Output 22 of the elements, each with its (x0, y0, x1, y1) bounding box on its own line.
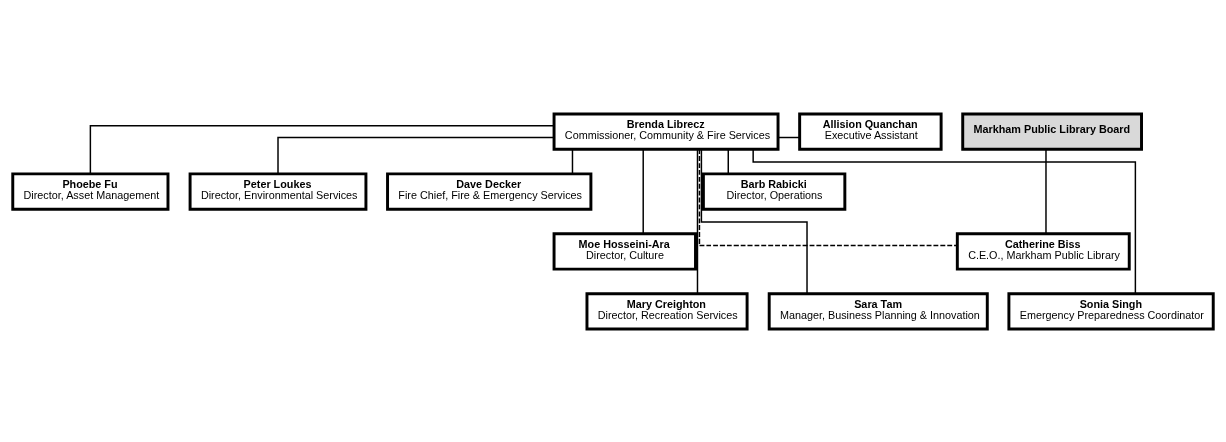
node-box: Sonia Singh Emergency Preparedness Coordinator (1007, 291, 1215, 331)
node-box: Brenda Librecz Commissioner, Community & Fire Services (552, 111, 780, 151)
connector (89, 124, 555, 174)
connector (277, 136, 555, 175)
node-box: Sara Tam Manager, Business Planning & Innovation (767, 291, 989, 331)
node-box: Mary Creighton Director, Recreation Services (585, 291, 749, 331)
connector (571, 148, 574, 174)
connector (752, 148, 1137, 294)
node-box: Dave Decker Fire Chief, Fire & Emergency Services (386, 171, 593, 211)
connector (777, 136, 801, 138)
connector (1045, 148, 1047, 234)
node-box: Allision Quanchan Executive Assistant (798, 111, 943, 151)
node-box: Moe Hosseini-Ara Director, Culture (552, 231, 697, 271)
node-box: Catherine Biss C.E.O., Markham Public Library (955, 231, 1131, 271)
node-box: Barb Rabicki Director, Operations (701, 171, 847, 211)
node-box: Peter Loukes Director, Environmental Services (188, 171, 368, 211)
connector (696, 148, 699, 294)
connector (727, 148, 729, 174)
connector (700, 148, 808, 294)
connector (642, 148, 644, 234)
node-box: Markham Public Library Board (961, 111, 1143, 151)
node-box: Phoebe Fu Director, Asset Management (11, 171, 170, 211)
